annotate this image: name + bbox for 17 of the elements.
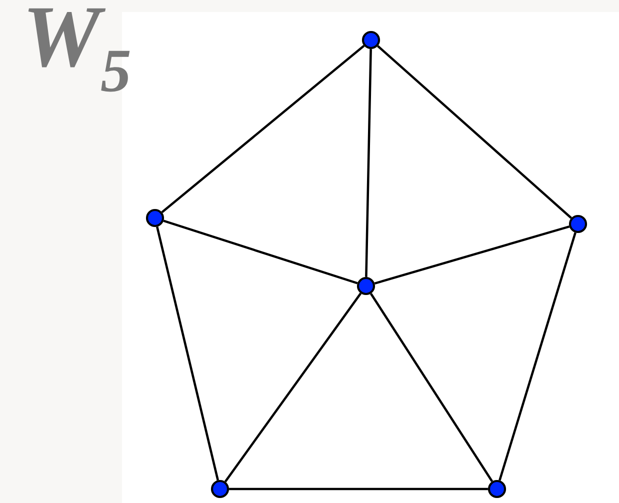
edge xyxy=(370,292,494,482)
vertex xyxy=(210,480,230,498)
edge xyxy=(229,488,488,490)
vertex xyxy=(488,480,506,498)
edge xyxy=(498,232,576,481)
edge xyxy=(163,220,358,284)
edge xyxy=(161,44,365,214)
edge xyxy=(374,225,570,285)
edge xyxy=(224,292,362,482)
vertex xyxy=(356,276,376,296)
vertex xyxy=(146,208,164,228)
edge xyxy=(365,49,372,277)
vertex xyxy=(568,214,588,234)
vertex xyxy=(362,30,380,50)
edge xyxy=(156,226,219,480)
title: W$_{5}$ xyxy=(28,8,130,92)
edge xyxy=(377,45,572,219)
